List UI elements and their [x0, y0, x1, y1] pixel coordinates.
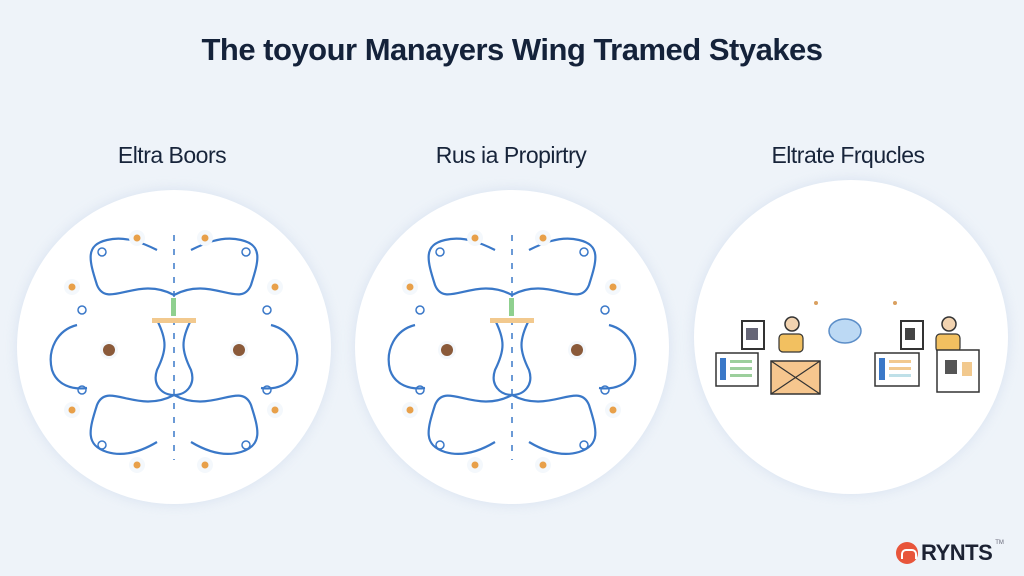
panel-label-2: Rus ia Propirtry [435, 142, 587, 168]
location-pin-icon [406, 406, 414, 414]
connector-line [492, 319, 532, 397]
node-icon [415, 385, 425, 395]
node-icon [600, 305, 610, 315]
bar-highlight [490, 318, 534, 323]
location-pin-icon [68, 283, 76, 291]
location-pin-icon [271, 283, 279, 291]
node-icon [435, 440, 445, 450]
page-title: The toyour Manayers Wing Tramed Styakes [201, 32, 823, 67]
node-icon [77, 305, 87, 315]
connector-line [89, 394, 175, 455]
dashboard-panel-icon [936, 349, 980, 393]
connector-line [173, 394, 259, 455]
connector-line [173, 237, 259, 296]
node-icon [97, 440, 107, 450]
location-pin-icon [539, 234, 547, 242]
connector-line [598, 323, 637, 390]
location-pin-icon [539, 461, 547, 469]
brand-logo: RYNTS TM [896, 540, 1004, 566]
node-icon [579, 440, 589, 450]
connector-line [89, 237, 175, 296]
network-diagram-1 [17, 190, 331, 504]
connector-line [154, 319, 194, 397]
bar-highlight [152, 318, 196, 323]
node-icon [262, 305, 272, 315]
location-pin-icon [609, 406, 617, 414]
location-pin-icon [471, 234, 479, 242]
trademark: TM [995, 540, 1004, 546]
document-panel-icon [874, 352, 920, 387]
node-icon [579, 247, 589, 257]
node-icon [435, 247, 445, 257]
location-pin-icon [609, 283, 617, 291]
connector-line [260, 323, 299, 390]
document-panel-icon [715, 352, 759, 387]
node-icon [77, 385, 87, 395]
node-icon [241, 247, 251, 257]
brand-name: RYNTS [921, 540, 993, 565]
node-icon [600, 385, 610, 395]
avatar-icon [441, 344, 453, 356]
monitor-icon [900, 320, 924, 350]
location-pin-icon [133, 461, 141, 469]
panel-label-1: Eltra Boors [117, 142, 227, 168]
envelope-icon [770, 360, 821, 395]
avatar-icon [233, 344, 245, 356]
monitor-icon [741, 320, 765, 350]
connector-line [511, 394, 597, 455]
green-marker [171, 298, 176, 316]
location-pin-icon [471, 461, 479, 469]
person-icon [778, 316, 804, 353]
location-pin-icon [271, 406, 279, 414]
node-icon [97, 247, 107, 257]
dot [893, 301, 897, 305]
node-icon [415, 305, 425, 315]
node-icon [262, 385, 272, 395]
connector-line [49, 323, 88, 390]
location-pin-icon [133, 234, 141, 242]
connector-line [427, 237, 513, 296]
workstation-illustration [694, 180, 1008, 494]
dot [814, 301, 818, 305]
connector-line [427, 394, 513, 455]
avatar-icon [103, 344, 115, 356]
location-pin-icon [201, 461, 209, 469]
green-marker [509, 298, 514, 316]
logo-icon [896, 542, 918, 564]
location-pin-icon [68, 406, 76, 414]
person-icon [935, 316, 961, 353]
location-pin-icon [201, 234, 209, 242]
connector-line [511, 237, 597, 296]
node-icon [241, 440, 251, 450]
connector-line [387, 323, 426, 390]
location-pin-icon [406, 283, 414, 291]
panel-label-3: Eltrate Frqucles [771, 142, 925, 168]
cloud-face-icon [828, 318, 862, 344]
avatar-icon [571, 344, 583, 356]
network-diagram-2 [355, 190, 669, 504]
